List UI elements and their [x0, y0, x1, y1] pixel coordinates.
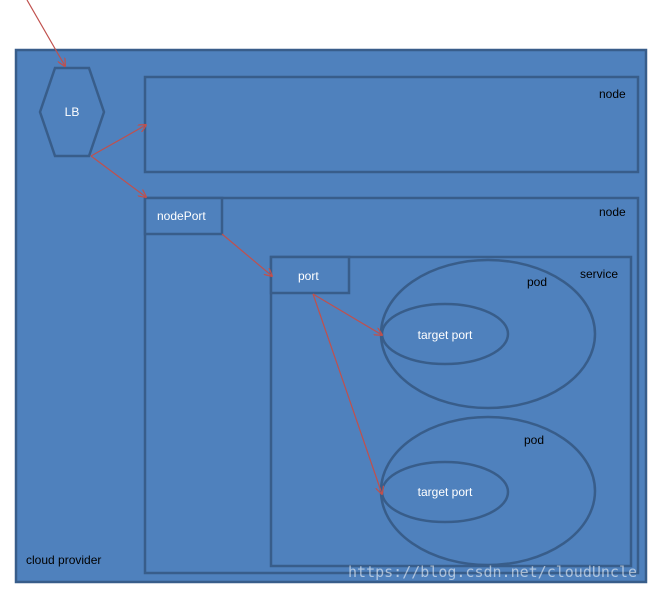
arrow-lb-node-top: [90, 125, 146, 157]
node-top-box: [143, 75, 640, 174]
watermark: https://blog.csdn.net/cloudUncle: [348, 563, 637, 581]
arrow-nodeport-port: [221, 233, 272, 276]
port-label: port: [298, 269, 319, 283]
arrow-port-target-bottom: [312, 293, 382, 494]
service-label: service: [580, 267, 618, 281]
arrow-incoming-lb: [26, 0, 65, 66]
node-main-label: node: [599, 205, 626, 219]
lb-hexagon: [38, 66, 106, 158]
node-port-box: [143, 196, 224, 236]
node-top-label: node: [599, 87, 626, 101]
pod-top-label: pod: [527, 275, 547, 289]
arrow-port-target-top: [312, 293, 382, 335]
port-box: [269, 255, 351, 295]
cloud-provider-label: cloud provider: [26, 553, 101, 567]
lb-label: LB: [65, 105, 80, 119]
arrow-lb-node-main: [90, 155, 146, 197]
node-port-label: nodePort: [157, 209, 206, 223]
target-port-top-label: target port: [418, 328, 473, 342]
pod-bottom-label: pod: [524, 433, 544, 447]
target-port-bottom-label: target port: [418, 485, 473, 499]
